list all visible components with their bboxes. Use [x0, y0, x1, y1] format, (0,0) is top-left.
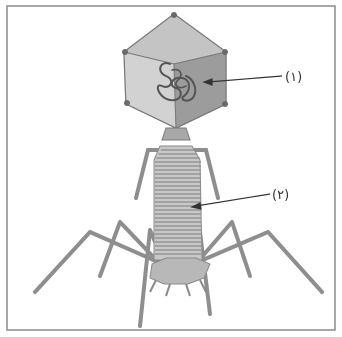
hexagon-vertex-icon [124, 100, 130, 106]
hexagon-vertex-icon [222, 49, 228, 55]
label-2: (٢) [272, 188, 289, 203]
label-1: (١) [285, 70, 302, 85]
tail-sheath [154, 146, 202, 260]
hexagon-vertex-icon [122, 49, 128, 55]
sheath-rings [155, 150, 201, 254]
hexagon-vertex-icon [171, 12, 177, 18]
hexagon-vertex-icon [222, 101, 228, 107]
sheath-body [154, 146, 202, 260]
head-neck [162, 128, 190, 140]
